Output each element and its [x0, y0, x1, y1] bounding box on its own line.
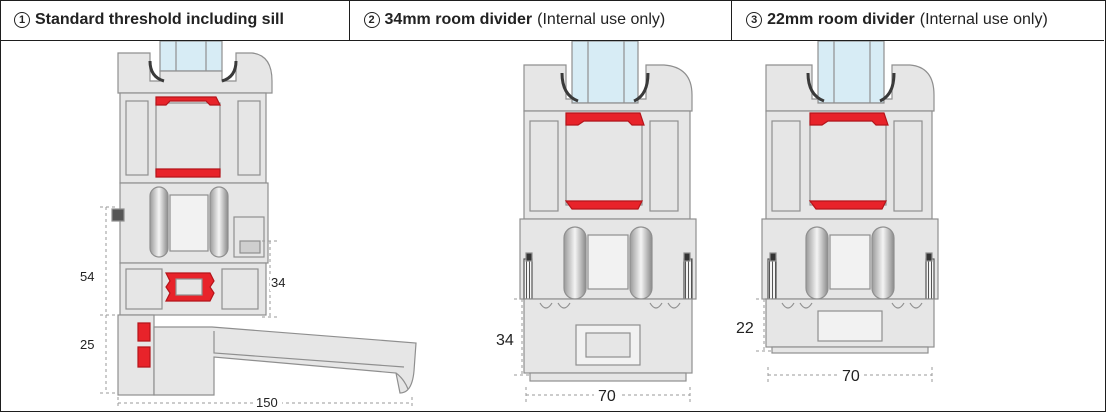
profile-section-standard-threshold	[111, 41, 417, 396]
panel-3-dimension-lines	[756, 298, 933, 383]
profile-section-34mm-divider	[519, 41, 697, 382]
dim-label-bg	[80, 269, 104, 285]
panel-note: (Internal use only)	[537, 11, 666, 28]
dimension-label-34: 34	[496, 332, 514, 349]
dimension-label-70: 70	[842, 368, 860, 385]
panel-header-2: 2 34mm room divider (Internal use only)	[348, 0, 732, 40]
panel-number-badge: 1	[14, 12, 30, 28]
dim-label-bg	[838, 365, 864, 385]
dim-label-bg	[80, 337, 104, 353]
dimension-label-54: 54	[80, 269, 94, 284]
panel-note: (Internal use only)	[919, 11, 1048, 28]
panel-title: Standard threshold including sill	[35, 11, 284, 28]
dim-label-bg	[254, 395, 282, 410]
profile-drawings: 54 25 34 150	[80, 41, 939, 410]
panel-number-badge: 3	[746, 12, 763, 28]
panel-header-3: 3 22mm room divider (Internal use only)	[731, 0, 1104, 40]
dimension-label-150: 150	[256, 395, 278, 410]
dimension-label-25: 25	[80, 337, 94, 352]
panel-title: 34mm room divider	[384, 11, 533, 28]
panel-2-dimension-lines	[514, 298, 691, 403]
panel-title: 22mm room divider	[767, 11, 915, 28]
dimension-label-70: 70	[598, 388, 616, 405]
panel-header-1: 1 Standard threshold including sill	[0, 0, 349, 40]
dim-label-bg	[270, 275, 290, 291]
profile-section-22mm-divider	[761, 41, 939, 354]
dimension-label-34: 34	[271, 275, 285, 290]
panel-number-badge: 2	[363, 12, 380, 28]
dim-label-bg	[734, 317, 760, 337]
dim-label-bg	[494, 329, 518, 349]
dimension-label-22: 22	[736, 320, 754, 337]
dim-label-bg	[594, 385, 620, 405]
panel-header-row: 1 Standard threshold including sill 2 34…	[0, 0, 1104, 41]
